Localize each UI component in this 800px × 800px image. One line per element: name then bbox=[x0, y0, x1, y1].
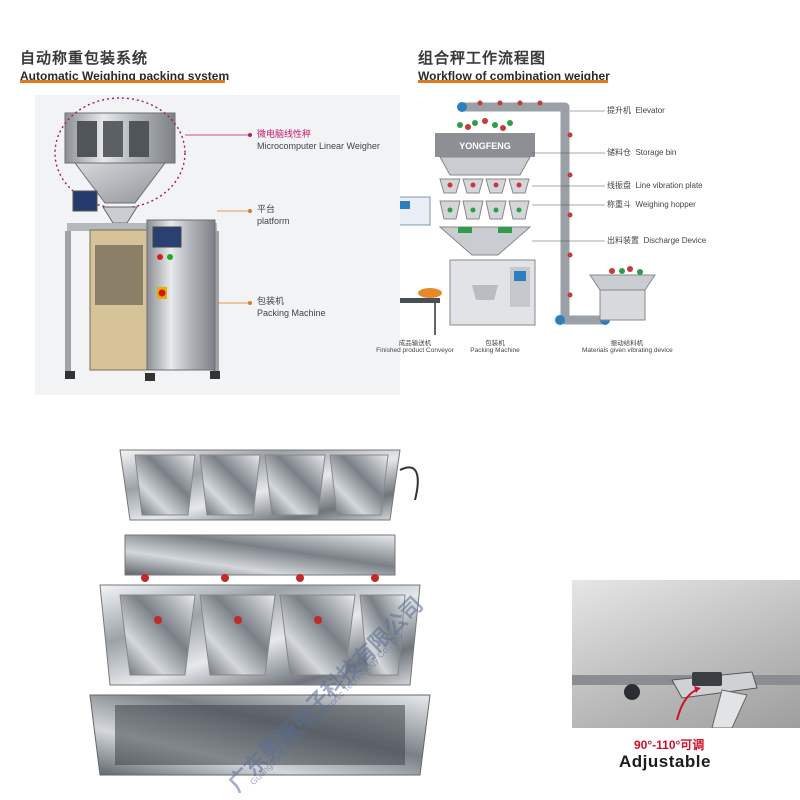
flow-label-elevator-cn: 提升机 bbox=[607, 106, 631, 115]
flow-label-vibration-plate: 线振盘 Line vibration plate bbox=[607, 180, 703, 191]
flow-label-vibration-plate-en: Line vibration plate bbox=[635, 181, 703, 190]
flow-label-elevator-en: Elevator bbox=[635, 106, 665, 115]
flow-label-weighing-hopper: 称重斗 Weighing hopper bbox=[607, 199, 696, 210]
flow-label-vibrating-feeder-en: Materials given vibrating device bbox=[582, 347, 673, 354]
adjustable-range-label: 90°-110°可调 bbox=[634, 738, 705, 752]
flow-label-weighing-hopper-en: Weighing hopper bbox=[635, 200, 696, 209]
callout-packing-machine-cn: 包装机 bbox=[257, 296, 285, 306]
workflow-diagram: YONGFENG bbox=[385, 100, 656, 335]
flow-label-storage-bin-en: Storage bin bbox=[635, 148, 677, 157]
flow-label-packing-machine: 包装机 Packing Machine bbox=[460, 337, 530, 354]
flow-label-vibrating-feeder: 振动给料机 Materials given vibrating device bbox=[582, 337, 673, 354]
left-title-underline bbox=[20, 80, 225, 83]
flow-label-packing-machine-cn: 包装机 bbox=[485, 340, 505, 347]
callout-platform: 平台 platform bbox=[257, 203, 290, 227]
flow-label-discharge-device-cn: 出料装置 bbox=[607, 236, 639, 245]
flow-label-storage-bin-cn: 储料仓 bbox=[607, 148, 631, 157]
right-title-underline bbox=[418, 80, 608, 83]
machine-photo-panel: 微电脑线性秤 Microcomputer Linear Weigher 平台 p… bbox=[35, 95, 400, 395]
flow-label-conveyor-cn: 成品输送机 bbox=[398, 340, 432, 347]
right-title-block: 组合秤工作流程图 Workflow of combination weigher bbox=[418, 47, 610, 83]
flow-label-packing-machine-en: Packing Machine bbox=[470, 347, 520, 354]
hopper-assembly-illustration bbox=[89, 449, 431, 776]
callout-linear-weigher-cn: 微电脑线性秤 bbox=[257, 129, 312, 139]
callout-packing-machine-en: Packing Machine bbox=[257, 308, 326, 318]
callout-platform-cn: 平台 bbox=[257, 204, 276, 214]
callout-lines bbox=[185, 133, 252, 305]
left-title-en: Automatic Weighing packing system bbox=[20, 69, 230, 83]
flow-label-elevator: 提升机 Elevator bbox=[607, 105, 665, 116]
right-title-cn: 组合秤工作流程图 bbox=[418, 50, 547, 67]
callout-linear-weigher-en: Microcomputer Linear Weigher bbox=[257, 141, 380, 151]
adjustable-hinge-illustration bbox=[572, 671, 800, 729]
flow-label-discharge-device: 出料装置 Discharge Device bbox=[607, 235, 706, 246]
flow-label-discharge-device-en: Discharge Device bbox=[643, 236, 707, 245]
callout-packing-machine: 包装机 Packing Machine bbox=[257, 295, 326, 319]
callout-platform-en: platform bbox=[257, 216, 290, 226]
adjustable-label: Adjustable bbox=[619, 752, 711, 771]
right-title-en: Workflow of combination weigher bbox=[418, 69, 610, 83]
workflow-diagram-panel: YONGFENG bbox=[376, 95, 790, 395]
left-title-block: 自动称重包装系统 Automatic Weighing packing syst… bbox=[20, 47, 229, 83]
weigher-hopper-photo: 广东勇锋电子科技有限公司 Guangdong Yongfeng Electron… bbox=[70, 430, 450, 796]
flow-label-conveyor-en: Finished product Conveyor bbox=[376, 347, 454, 354]
packing-machine-illustration bbox=[54, 97, 220, 381]
flow-label-storage-bin: 储料仓 Storage bin bbox=[607, 147, 676, 158]
flow-label-vibrating-feeder-cn: 振动给料机 bbox=[610, 340, 644, 347]
flow-label-vibration-plate-cn: 线振盘 bbox=[607, 181, 631, 190]
flow-label-weighing-hopper-cn: 称重斗 bbox=[607, 200, 631, 209]
machine-brand-text: YONGFENG bbox=[459, 141, 511, 151]
left-title-cn: 自动称重包装系统 bbox=[20, 50, 149, 67]
callout-linear-weigher: 微电脑线性秤 Microcomputer Linear Weigher bbox=[257, 128, 380, 152]
adjustable-detail-photo bbox=[572, 580, 800, 729]
flow-label-conveyor: 成品输送机 Finished product Conveyor bbox=[375, 337, 455, 354]
